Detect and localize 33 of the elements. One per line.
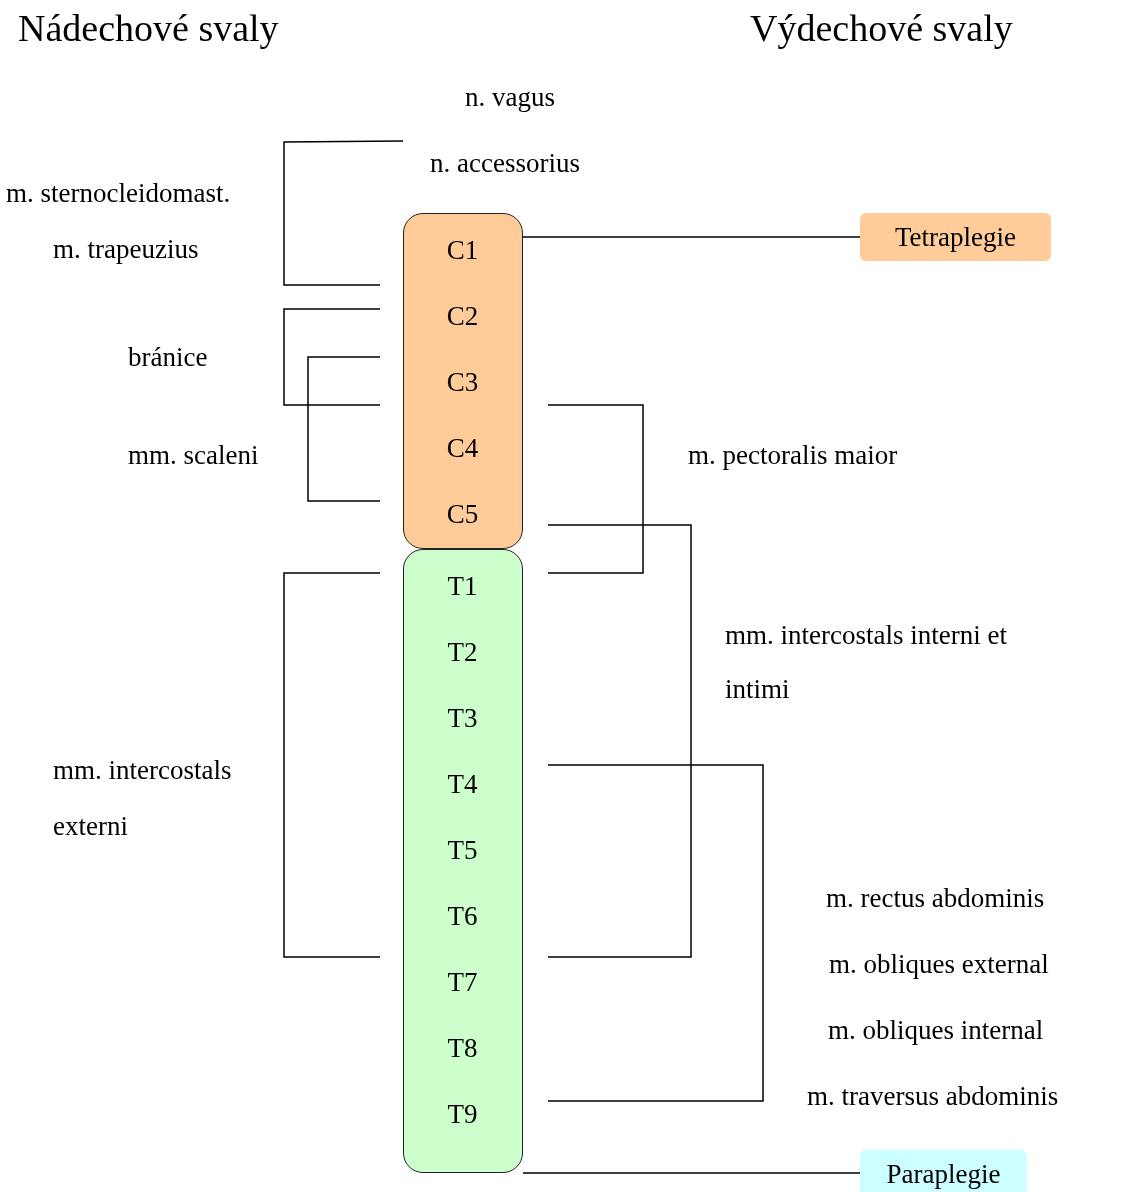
nerve-label: n. vagus <box>465 81 555 114</box>
muscle-label: mm. intercostals interni et intimi <box>725 619 1008 706</box>
connector-line <box>522 236 861 238</box>
muscle-label: m. rectus abdominis <box>826 882 1045 915</box>
muscle-label: m. obliques external <box>829 948 1049 981</box>
segment-label: C3 <box>445 366 480 399</box>
segment-label: C4 <box>445 432 480 465</box>
segment-label: T1 <box>446 570 479 603</box>
nerve-label: n. accessorius <box>430 147 580 180</box>
muscle-label: m. pectoralis maior <box>688 439 898 472</box>
muscle-label: m. obliques internal <box>828 1014 1044 1047</box>
muscle-label: m. trapeuzius <box>53 233 199 266</box>
segment-label: C1 <box>445 234 480 267</box>
level-tag: Tetraplegie <box>860 213 1051 261</box>
segment-label: C5 <box>445 498 480 531</box>
segment-label: T3 <box>446 702 479 735</box>
segment-label: T9 <box>446 1098 479 1131</box>
muscle-label: mm. intercostals externi <box>53 754 233 843</box>
muscle-label: m. sternocleidomast. <box>6 177 231 210</box>
muscle-label: bránice <box>128 341 208 374</box>
muscle-label: mm. scaleni <box>128 439 259 472</box>
segment-label: T4 <box>446 768 479 801</box>
segment-label: T8 <box>446 1032 479 1065</box>
segment-label: T7 <box>446 966 479 999</box>
segment-label: T2 <box>446 636 479 669</box>
segment-label: C2 <box>445 300 480 333</box>
muscle-label: m. traversus abdominis <box>807 1080 1059 1113</box>
spine-segment-column <box>403 213 523 549</box>
connector-line <box>522 1172 861 1174</box>
segment-label: T6 <box>446 900 479 933</box>
spine-segment-column <box>403 549 523 1173</box>
segment-label: T5 <box>446 834 479 867</box>
level-tag: Paraplegie <box>860 1150 1027 1192</box>
